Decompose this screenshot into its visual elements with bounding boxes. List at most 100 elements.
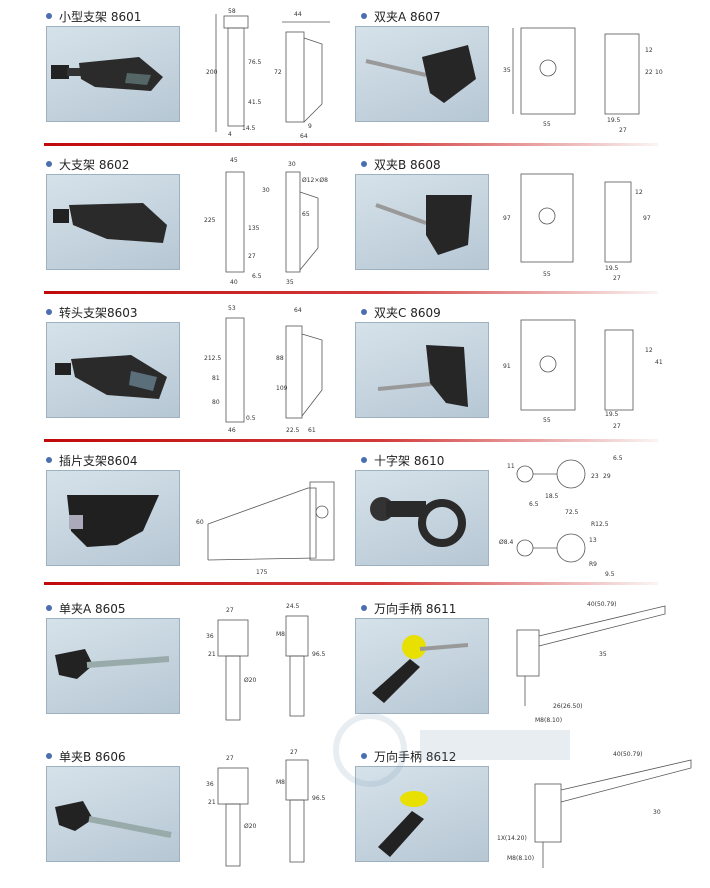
svg-text:41.5: 41.5 (248, 99, 262, 106)
svg-text:60: 60 (196, 519, 204, 526)
svg-text:0.5: 0.5 (246, 415, 256, 422)
svg-text:135: 135 (248, 225, 260, 232)
svg-text:9: 9 (308, 123, 312, 130)
svg-text:21: 21 (208, 799, 216, 806)
technical-drawing: 60 175 (196, 481, 335, 576)
bracket-icon (55, 355, 167, 399)
product-8601: 小型支架 8601 58 44 200 76.5 (0, 0, 355, 148)
svg-text:Ø8.4: Ø8.4 (499, 539, 513, 546)
bullet-icon (361, 13, 367, 19)
product-title: 万向手柄 8611 (361, 600, 456, 617)
svg-text:212.5: 212.5 (204, 355, 221, 362)
product-8602: 大支架 8602 45 30 30 225 135 65 27 40 (0, 148, 355, 296)
svg-text:Ø20: Ø20 (244, 677, 257, 684)
svg-text:96.5: 96.5 (312, 651, 326, 658)
svg-text:M8(8.10): M8(8.10) (507, 855, 534, 862)
svg-text:Ø12×Ø8: Ø12×Ø8 (302, 177, 328, 184)
product-title: 插片支架8604 (46, 452, 138, 469)
svg-text:30: 30 (288, 161, 296, 168)
product-title: 双夹A 8607 (361, 8, 441, 25)
svg-text:13: 13 (589, 537, 597, 544)
bracket-icon (51, 57, 163, 91)
watermark-logo (333, 713, 570, 787)
svg-text:19.5: 19.5 (607, 117, 621, 124)
product-8611: 万向手柄 8611 40(50.79) 26(26.50) 35 M8(8.10… (355, 592, 710, 740)
bullet-icon (361, 457, 367, 463)
svg-text:22.5: 22.5 (286, 427, 300, 434)
product-title: 十字架 8610 (361, 452, 444, 469)
product-title: 双夹B 8608 (361, 156, 441, 173)
svg-text:14.5: 14.5 (242, 125, 256, 132)
technical-drawing: 45 30 30 225 135 65 27 40 35 6.5 Ø12×Ø8 (204, 157, 328, 286)
product-photo (46, 174, 180, 270)
product-8603: 转头支架8603 53 64 212.5 81 80 46 0.5 (0, 296, 355, 444)
svg-text:36: 36 (206, 781, 214, 788)
svg-text:12: 12 (645, 47, 653, 54)
adjustable-handle-icon (372, 635, 469, 703)
bullet-icon (46, 13, 52, 19)
technical-drawing: 27 27 36 21 Ø20 M8 96.5 (206, 749, 326, 867)
svg-text:44: 44 (294, 11, 302, 18)
product-photo (46, 618, 180, 714)
divider (44, 439, 658, 442)
single-clamp-icon (55, 649, 170, 679)
product-photo (355, 618, 489, 714)
technical-drawing: 27 24.5 36 21 Ø20 M8 96.5 (206, 603, 326, 721)
svg-text:M8: M8 (276, 779, 285, 786)
product-photo (355, 322, 489, 418)
svg-text:65: 65 (302, 211, 310, 218)
svg-text:23: 23 (591, 473, 599, 480)
product-8608: 双夹B 8608 97 55 12 19.5 27 97 (355, 148, 710, 296)
svg-text:27: 27 (248, 253, 256, 260)
svg-text:1X(14.20): 1X(14.20) (497, 835, 527, 842)
svg-text:27: 27 (226, 607, 234, 614)
svg-text:45: 45 (230, 157, 238, 164)
cross-clamp-icon (370, 497, 466, 547)
svg-text:225: 225 (204, 217, 216, 224)
single-clamp-icon (55, 801, 172, 838)
product-8605: 单夹A 8605 27 24.5 36 21 Ø20 M8 96.5 (0, 592, 355, 740)
svg-text:M8: M8 (276, 631, 285, 638)
svg-text:6.5: 6.5 (252, 273, 262, 280)
svg-text:96.5: 96.5 (312, 795, 326, 802)
bullet-icon (46, 457, 52, 463)
product-8610: 十字架 8610 11 6.5 23 29 18.5 (355, 444, 710, 592)
svg-text:11: 11 (507, 463, 515, 470)
divider (44, 143, 658, 146)
product-title: 大支架 8602 (46, 156, 129, 173)
product-8607: 双夹A 8607 35 55 12 22 19.5 27 10 (355, 0, 710, 148)
bullet-icon (46, 161, 52, 167)
svg-text:27: 27 (613, 275, 621, 282)
product-title: 万向手柄 8612 (361, 748, 456, 765)
svg-text:35: 35 (286, 279, 294, 286)
double-clamp-icon (377, 345, 468, 407)
svg-text:27: 27 (613, 423, 621, 430)
product-8612: 万向手柄 8612 40(50.79) 30 1X(14.20) M8(8.10… (355, 740, 710, 888)
technical-drawing: 40(50.79) 30 1X(14.20) M8(8.10) (497, 751, 692, 868)
svg-text:19.5: 19.5 (605, 265, 619, 272)
svg-text:R12.5: R12.5 (591, 521, 609, 528)
svg-text:24.5: 24.5 (286, 603, 300, 610)
svg-text:72.5: 72.5 (565, 509, 579, 516)
svg-text:53: 53 (228, 305, 236, 312)
svg-text:Ø20: Ø20 (244, 823, 257, 830)
svg-text:35: 35 (503, 67, 511, 74)
product-photo (355, 174, 489, 270)
product-title: 双夹C 8609 (361, 304, 441, 321)
svg-text:6.5: 6.5 (613, 455, 623, 462)
product-photo (355, 766, 489, 862)
svg-text:40(50.79): 40(50.79) (613, 751, 643, 758)
svg-text:55: 55 (543, 271, 551, 278)
svg-text:80: 80 (212, 399, 220, 406)
svg-text:46: 46 (228, 427, 236, 434)
product-photo (46, 470, 180, 566)
technical-drawing: 97 55 12 19.5 27 97 (503, 173, 651, 282)
svg-text:27: 27 (226, 755, 234, 762)
svg-text:200: 200 (206, 69, 218, 76)
svg-text:76.5: 76.5 (248, 59, 262, 66)
svg-text:40: 40 (230, 279, 238, 286)
bullet-icon (46, 605, 52, 611)
technical-drawing: 91 55 12 41 19.5 27 (503, 319, 663, 430)
product-title: 单夹A 8605 (46, 600, 126, 617)
svg-text:18.5: 18.5 (545, 493, 559, 500)
